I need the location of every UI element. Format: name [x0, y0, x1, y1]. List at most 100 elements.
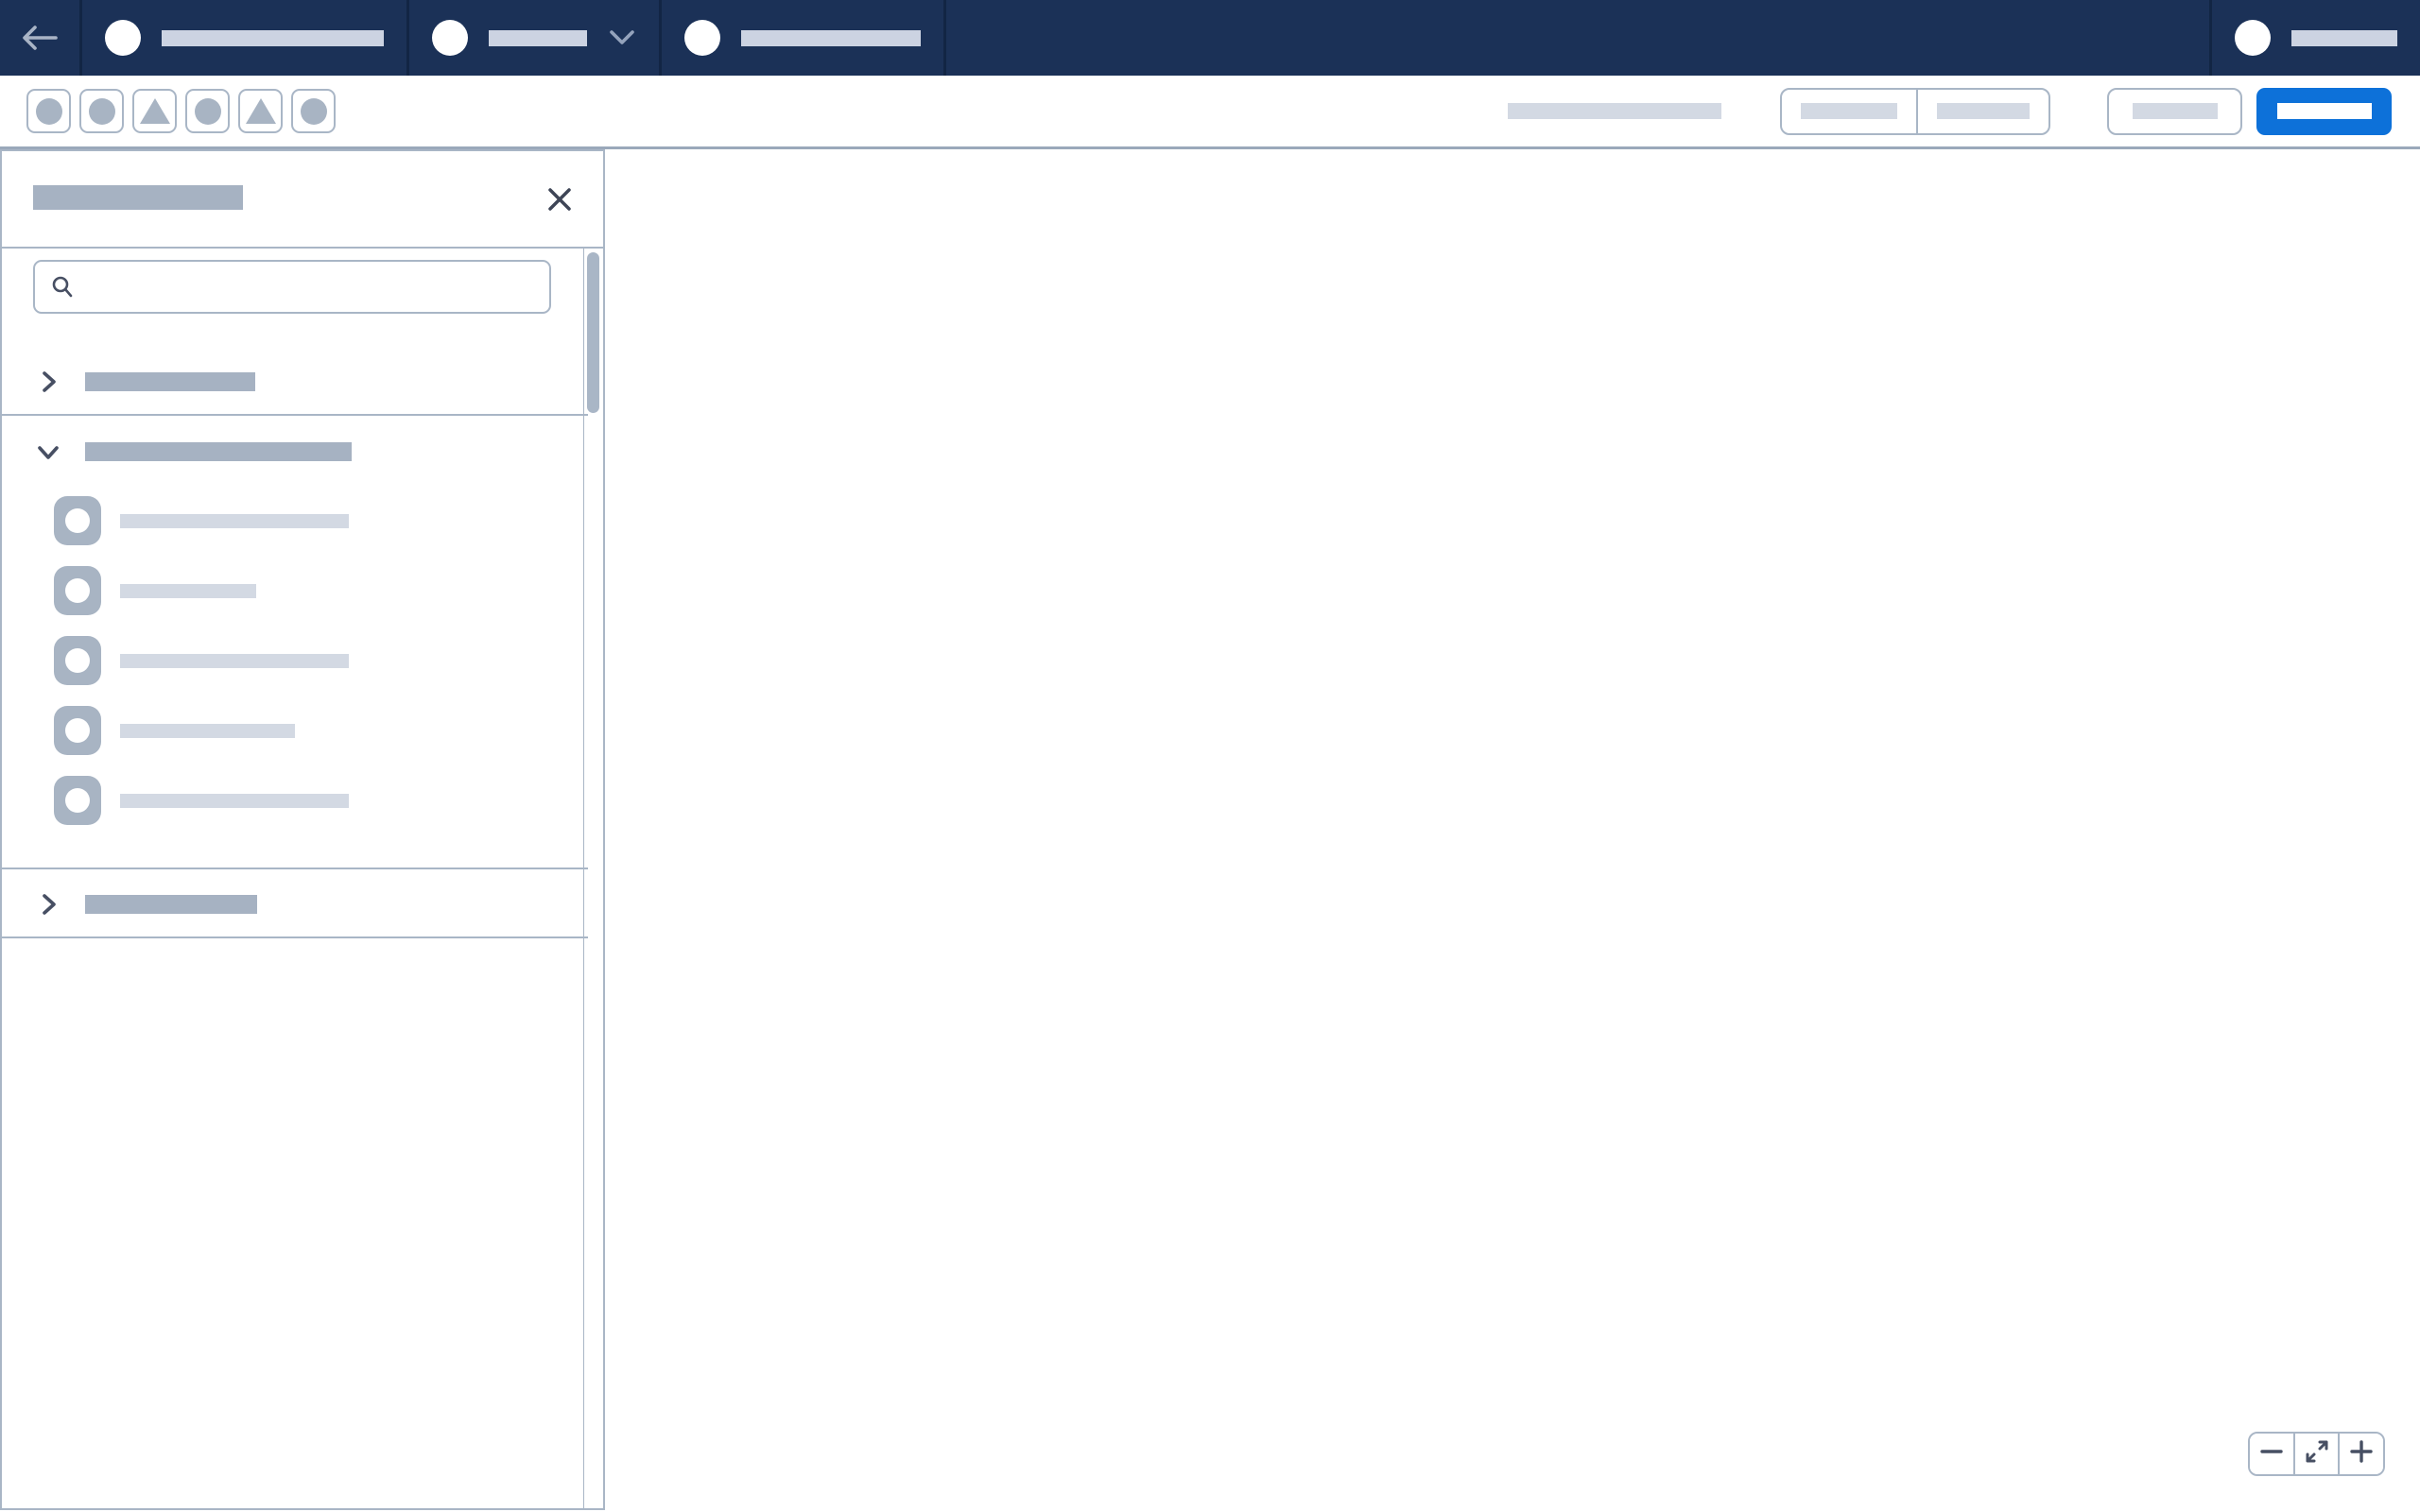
top-navbar: [0, 0, 2420, 76]
circle-icon: [194, 97, 221, 125]
shape-list-item[interactable]: [2, 556, 588, 626]
circle-icon: [65, 648, 90, 673]
toolbar-label-placeholder: [1508, 103, 1721, 119]
shape-tool-circle-button[interactable]: [291, 89, 336, 133]
shape-list-item[interactable]: [2, 696, 588, 765]
fit-screen-button[interactable]: [2292, 1434, 2339, 1474]
search-input[interactable]: [33, 260, 551, 314]
secondary-button[interactable]: [2107, 87, 2242, 135]
shape-thumbnail-icon: [54, 706, 101, 755]
shape-tool-triangle-button[interactable]: [238, 89, 283, 133]
tab-label-placeholder: [162, 29, 384, 46]
shape-tool-circle-button[interactable]: [185, 89, 230, 133]
navbar-divider: [659, 0, 662, 76]
divider: [2, 936, 588, 938]
segmented-button-group: [1780, 87, 2050, 135]
zoom-out-button[interactable]: [2250, 1434, 2293, 1474]
section-label-placeholder: [85, 895, 257, 914]
button-label-placeholder: [1801, 103, 1897, 119]
section-label-placeholder: [85, 372, 255, 391]
flow-node-event-2[interactable]: [1052, 459, 1132, 501]
item-label-placeholder: [120, 513, 349, 528]
navbar-tab-1[interactable]: [82, 0, 406, 76]
button-label-placeholder: [2276, 103, 2372, 119]
navbar-divider: [406, 0, 409, 76]
zoom-in-icon: [2349, 1439, 2374, 1469]
flow-node-event-3[interactable]: [1052, 749, 1132, 791]
user-menu[interactable]: [2212, 0, 2420, 76]
item-label-placeholder: [120, 723, 295, 738]
chevron-right-icon: [43, 371, 56, 392]
section-label-placeholder: [85, 442, 352, 461]
node-label-placeholder-task-2: [1035, 680, 1149, 694]
item-label-placeholder: [120, 653, 349, 668]
node-label-placeholder-end-3: [1697, 823, 1772, 836]
chevron-down-icon: [610, 30, 634, 44]
divider: [2, 414, 588, 416]
node-label-placeholder-task-1: [1367, 387, 1472, 402]
flow-node-task-3[interactable]: [1374, 721, 1462, 810]
flow-node-event-1[interactable]: [1201, 302, 1283, 346]
navbar-tab-3[interactable]: [662, 0, 943, 76]
button-label-placeholder: [2132, 103, 2218, 119]
shape-list-item[interactable]: [2, 626, 588, 696]
node-label-placeholder-start: [751, 389, 829, 403]
flow-node-end-3[interactable]: [1690, 720, 1781, 811]
circle-icon: [65, 578, 90, 603]
circle-avatar: [684, 20, 720, 56]
navbar-tab-2[interactable]: [409, 0, 659, 76]
segmented-button-2[interactable]: [1916, 89, 2048, 133]
close-icon[interactable]: [543, 182, 577, 216]
zoom-in-button[interactable]: [2338, 1434, 2383, 1474]
flow-node-task-1[interactable]: [1374, 280, 1462, 369]
shape-list-item[interactable]: [2, 765, 588, 835]
divider: [2, 868, 588, 869]
scrollbar-thumb[interactable]: [587, 252, 599, 413]
node-label-placeholder-end-1: [1697, 387, 1772, 403]
panel-scrollbar[interactable]: [583, 249, 603, 1510]
shape-toolbar: [0, 76, 2420, 149]
circle-icon: [65, 718, 90, 743]
panel-title-placeholder: [33, 185, 243, 210]
circle-icon: [35, 97, 62, 125]
shape-thumbnail-icon: [54, 776, 101, 825]
panel-header: [2, 151, 603, 249]
sidebar-section-collapsed-2[interactable]: [2, 885, 588, 923]
item-label-placeholder: [120, 583, 256, 598]
shape-list-item[interactable]: [2, 486, 588, 556]
navbar-divider: [943, 0, 946, 76]
flow-node-end-2[interactable]: [1046, 862, 1137, 953]
circle-icon: [65, 788, 90, 813]
chevron-down-icon: [38, 446, 59, 459]
flow-node-task-2[interactable]: [1046, 576, 1137, 666]
shape-tool-triangle-button[interactable]: [132, 89, 177, 133]
shape-thumbnail-icon: [54, 496, 101, 545]
search-icon: [52, 276, 73, 297]
button-label-placeholder: [1937, 103, 2030, 119]
circle-icon: [65, 508, 90, 533]
primary-button[interactable]: [2256, 87, 2392, 135]
shape-item-list: [2, 486, 588, 835]
shapes-panel: [0, 149, 605, 1510]
flow-node-start[interactable]: [745, 279, 836, 369]
shape-thumbnail-icon: [54, 636, 101, 685]
zoom-out-icon: [2259, 1439, 2284, 1469]
user-label-placeholder: [2291, 29, 2397, 46]
triangle-icon: [139, 98, 170, 124]
segmented-button-1[interactable]: [1782, 90, 1916, 133]
circle-avatar: [105, 20, 141, 56]
shape-tool-circle-button[interactable]: [26, 89, 71, 133]
shape-thumbnail-icon: [54, 566, 101, 615]
flow-node-end-1[interactable]: [1689, 278, 1782, 370]
flow-connector-task-2-to-task-3[interactable]: [1137, 619, 1364, 783]
node-label-placeholder-decision: [1035, 389, 1149, 403]
navbar-divider: [79, 0, 82, 76]
back-button[interactable]: [0, 0, 79, 76]
flow-node-decision[interactable]: [1035, 267, 1149, 381]
flow-node-event-4[interactable]: [1201, 675, 1281, 716]
sidebar-section-expanded[interactable]: [2, 433, 588, 471]
node-label-placeholder-task-3: [1367, 828, 1472, 841]
sidebar-section-collapsed-1[interactable]: [2, 363, 588, 401]
shape-tool-circle-button[interactable]: [79, 89, 124, 133]
